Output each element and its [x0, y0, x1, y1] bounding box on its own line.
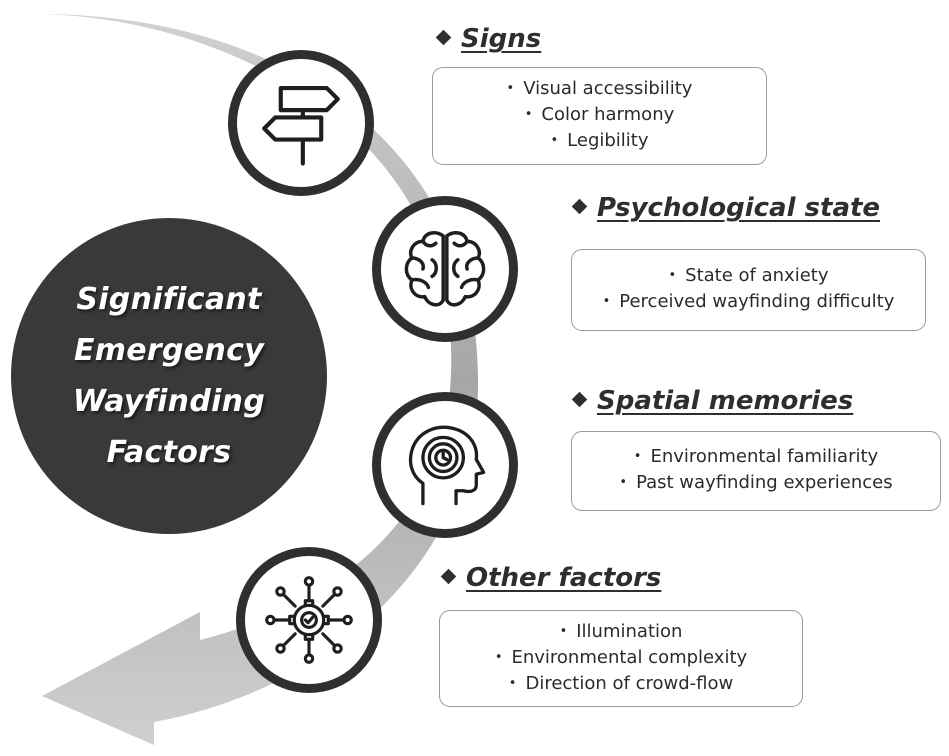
spatial-memories-heading: Spatial memories — [571, 386, 854, 416]
signs-items-box: •Visual accessibility •Color harmony •Le… — [432, 67, 767, 165]
list-item: •Perceived wayfinding difficulty — [602, 291, 895, 312]
list-item: •Past wayfinding experiences — [619, 472, 893, 493]
list-item: •Legibility — [550, 130, 649, 151]
other-factors-items-box: •Illumination •Environmental complexity … — [439, 610, 803, 707]
central-title-line: Factors — [106, 435, 232, 470]
spatial-memory-icon-circle — [372, 392, 518, 538]
spatial-memories-heading-text: Spatial memories — [597, 386, 854, 416]
gear-network-icon — [265, 576, 353, 664]
signs-icon-circle — [228, 50, 374, 196]
list-item: •Illumination — [559, 620, 683, 642]
psychological-state-heading: Psychological state — [571, 193, 881, 223]
central-title: Significant Emergency Wayfinding Factors — [73, 274, 265, 478]
other-factors-heading-text: Other factors — [466, 563, 662, 593]
diamond-bullet-icon — [435, 29, 452, 45]
head-memory-icon — [408, 425, 486, 506]
diamond-bullet-icon — [571, 198, 588, 214]
psychological-state-items-box: •State of anxiety •Perceived wayfinding … — [571, 249, 926, 331]
diamond-bullet-icon — [571, 391, 588, 407]
signs-heading: Signs — [435, 24, 542, 54]
signs-heading-text: Signs — [461, 24, 542, 54]
brain-icon — [404, 231, 486, 307]
central-title-line: Wayfinding — [72, 384, 266, 419]
diamond-bullet-icon — [440, 568, 457, 584]
list-item: •State of anxiety — [668, 265, 829, 286]
arrow-body — [42, 14, 479, 745]
central-title-disc: Significant Emergency Wayfinding Factors — [11, 218, 327, 534]
list-item: •Environmental familiarity — [633, 446, 879, 467]
list-item: •Environmental complexity — [494, 646, 748, 668]
signpost-icon — [262, 85, 340, 166]
other-factors-icon-circle — [236, 547, 382, 693]
other-factors-heading: Other factors — [440, 563, 662, 593]
psychological-state-heading-text: Psychological state — [597, 193, 881, 223]
list-item: •Direction of crowd-flow — [508, 672, 734, 694]
spatial-memories-items-box: •Environmental familiarity •Past wayfind… — [571, 431, 941, 511]
list-item: •Visual accessibility — [506, 78, 693, 99]
psychological-icon-circle — [372, 196, 518, 342]
list-item: •Color harmony — [524, 104, 675, 125]
central-title-line: Significant — [76, 282, 262, 317]
central-title-line: Emergency — [73, 333, 265, 368]
